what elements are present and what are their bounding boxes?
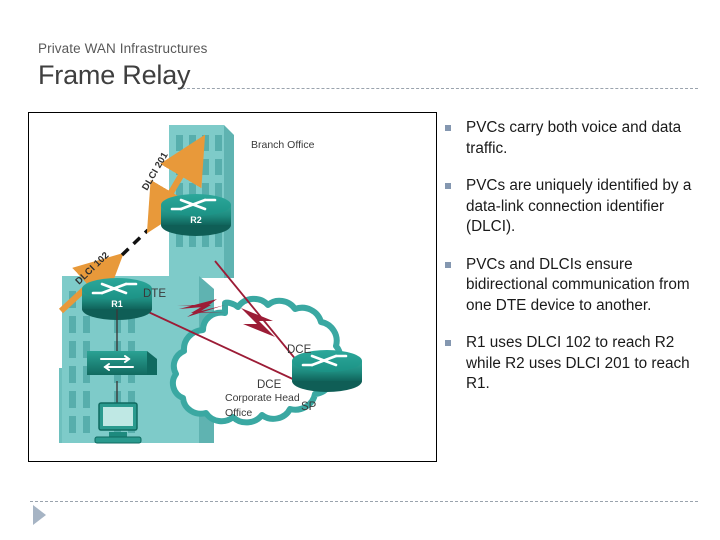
square-bullet-icon bbox=[445, 340, 451, 346]
play-triangle-icon[interactable] bbox=[33, 505, 46, 525]
slide-header: Private WAN Infrastructures Frame Relay bbox=[38, 40, 698, 91]
bullet-list: PVCs carry both voice and data traffic. … bbox=[443, 118, 701, 412]
router-r2-label: R2 bbox=[190, 215, 202, 225]
serial-link-bolt-icon-2 bbox=[179, 299, 225, 317]
list-item: R1 uses DLCI 102 to reach R2 while R2 us… bbox=[443, 333, 701, 395]
dte-label: DTE bbox=[143, 288, 166, 300]
square-bullet-icon bbox=[445, 261, 451, 268]
dlci-201-label: DLCI 201 bbox=[140, 150, 171, 193]
network-topology-diagram: R2 R1 bbox=[28, 112, 437, 462]
list-item-label: PVCs and DLCIs ensure bidirectional comm… bbox=[466, 255, 690, 314]
page-title: Frame Relay bbox=[38, 60, 191, 90]
service-provider-cloud bbox=[169, 295, 344, 426]
pc-hq bbox=[94, 402, 142, 444]
dce-top-label: DCE bbox=[287, 344, 312, 356]
list-item: PVCs are uniquely identified by a data-l… bbox=[443, 176, 701, 238]
square-bullet-icon bbox=[445, 183, 451, 189]
list-item-label: PVCs are uniquely identified by a data-l… bbox=[466, 177, 692, 235]
router-r2: R2 bbox=[161, 194, 231, 236]
list-item: PVCs and DLCIs ensure bidirectional comm… bbox=[443, 255, 701, 317]
list-item-label: PVCs carry both voice and data traffic. bbox=[466, 119, 682, 157]
pvc-dlci-201-arrow bbox=[146, 134, 206, 234]
corporate-head-office-label-line2: Office bbox=[225, 407, 252, 419]
list-item-label: R1 uses DLCI 102 to reach R2 while R2 us… bbox=[466, 334, 690, 392]
router-r1: R1 bbox=[82, 278, 152, 320]
sp-label: SP bbox=[301, 401, 317, 413]
serial-links bbox=[128, 260, 298, 382]
switch-hq bbox=[87, 351, 157, 375]
dce-left-label: DCE bbox=[257, 379, 282, 391]
footer-divider bbox=[30, 501, 698, 502]
square-bullet-icon bbox=[445, 125, 451, 131]
title-divider bbox=[182, 88, 698, 89]
eyebrow-text: Private WAN Infrastructures bbox=[38, 41, 208, 56]
router-r1-label: R1 bbox=[111, 299, 123, 309]
pvc-path-dashed bbox=[120, 228, 150, 257]
corporate-head-office-label-line1: Corporate Head bbox=[225, 392, 300, 404]
branch-office-label: Branch Office bbox=[251, 139, 315, 151]
list-item: PVCs carry both voice and data traffic. bbox=[443, 118, 701, 159]
router-sp bbox=[292, 350, 362, 392]
